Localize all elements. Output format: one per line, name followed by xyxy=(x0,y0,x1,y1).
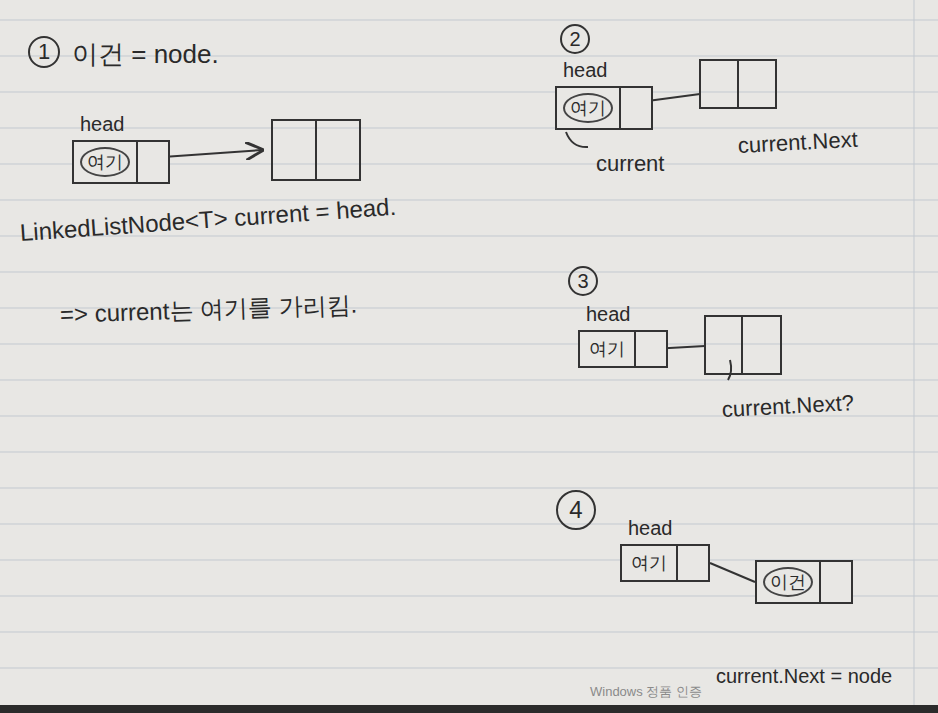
note-text: => current는 여기를 가리킴. xyxy=(59,290,357,330)
list-node: head 여기 xyxy=(578,302,668,368)
node-box: 여기 xyxy=(620,544,710,582)
data-cell: 이건 xyxy=(757,562,821,602)
note-text: current.Next = node xyxy=(716,664,892,689)
data-cell: 여기 xyxy=(74,142,138,182)
next-cell xyxy=(678,546,708,580)
step-number: 1 xyxy=(28,36,60,68)
node-value: 여기 xyxy=(563,93,613,123)
node-box: 여기 xyxy=(555,86,653,130)
data-cell: 여기 xyxy=(622,546,678,580)
head-label: head xyxy=(620,516,710,540)
note-text: current.Next? xyxy=(721,389,854,424)
step-number: 4 xyxy=(556,490,596,530)
note-text: current.Next xyxy=(737,126,858,160)
node-box: 여기 xyxy=(72,140,170,184)
note-text: 이건 = node. xyxy=(72,38,219,71)
link-line xyxy=(710,563,755,582)
head-label: head xyxy=(578,302,668,326)
head-label: head xyxy=(72,112,170,136)
head-label: head xyxy=(555,58,653,82)
step-number: 3 xyxy=(568,266,598,296)
node-value: 여기 xyxy=(80,147,130,177)
next-cell xyxy=(821,562,851,602)
data-cell: 여기 xyxy=(557,88,621,128)
next-cell xyxy=(621,88,651,128)
list-node: head 여기 xyxy=(72,112,170,184)
note-text: current xyxy=(596,150,664,178)
step-number: 2 xyxy=(560,24,590,54)
next-cell xyxy=(138,142,168,182)
note-text: Windows 정품 인증 xyxy=(590,684,702,700)
node-value: 여기 xyxy=(628,551,670,575)
node-box: 이건 xyxy=(755,560,853,604)
list-node: head 여기 xyxy=(620,516,710,582)
list-node: 이건 xyxy=(755,560,853,604)
node-box: 여기 xyxy=(578,330,668,368)
data-cell: 여기 xyxy=(580,332,636,366)
next-cell xyxy=(636,332,666,366)
node-value: 여기 xyxy=(586,337,628,361)
node-value: 이건 xyxy=(763,567,813,597)
list-node: head 여기 xyxy=(555,58,653,130)
